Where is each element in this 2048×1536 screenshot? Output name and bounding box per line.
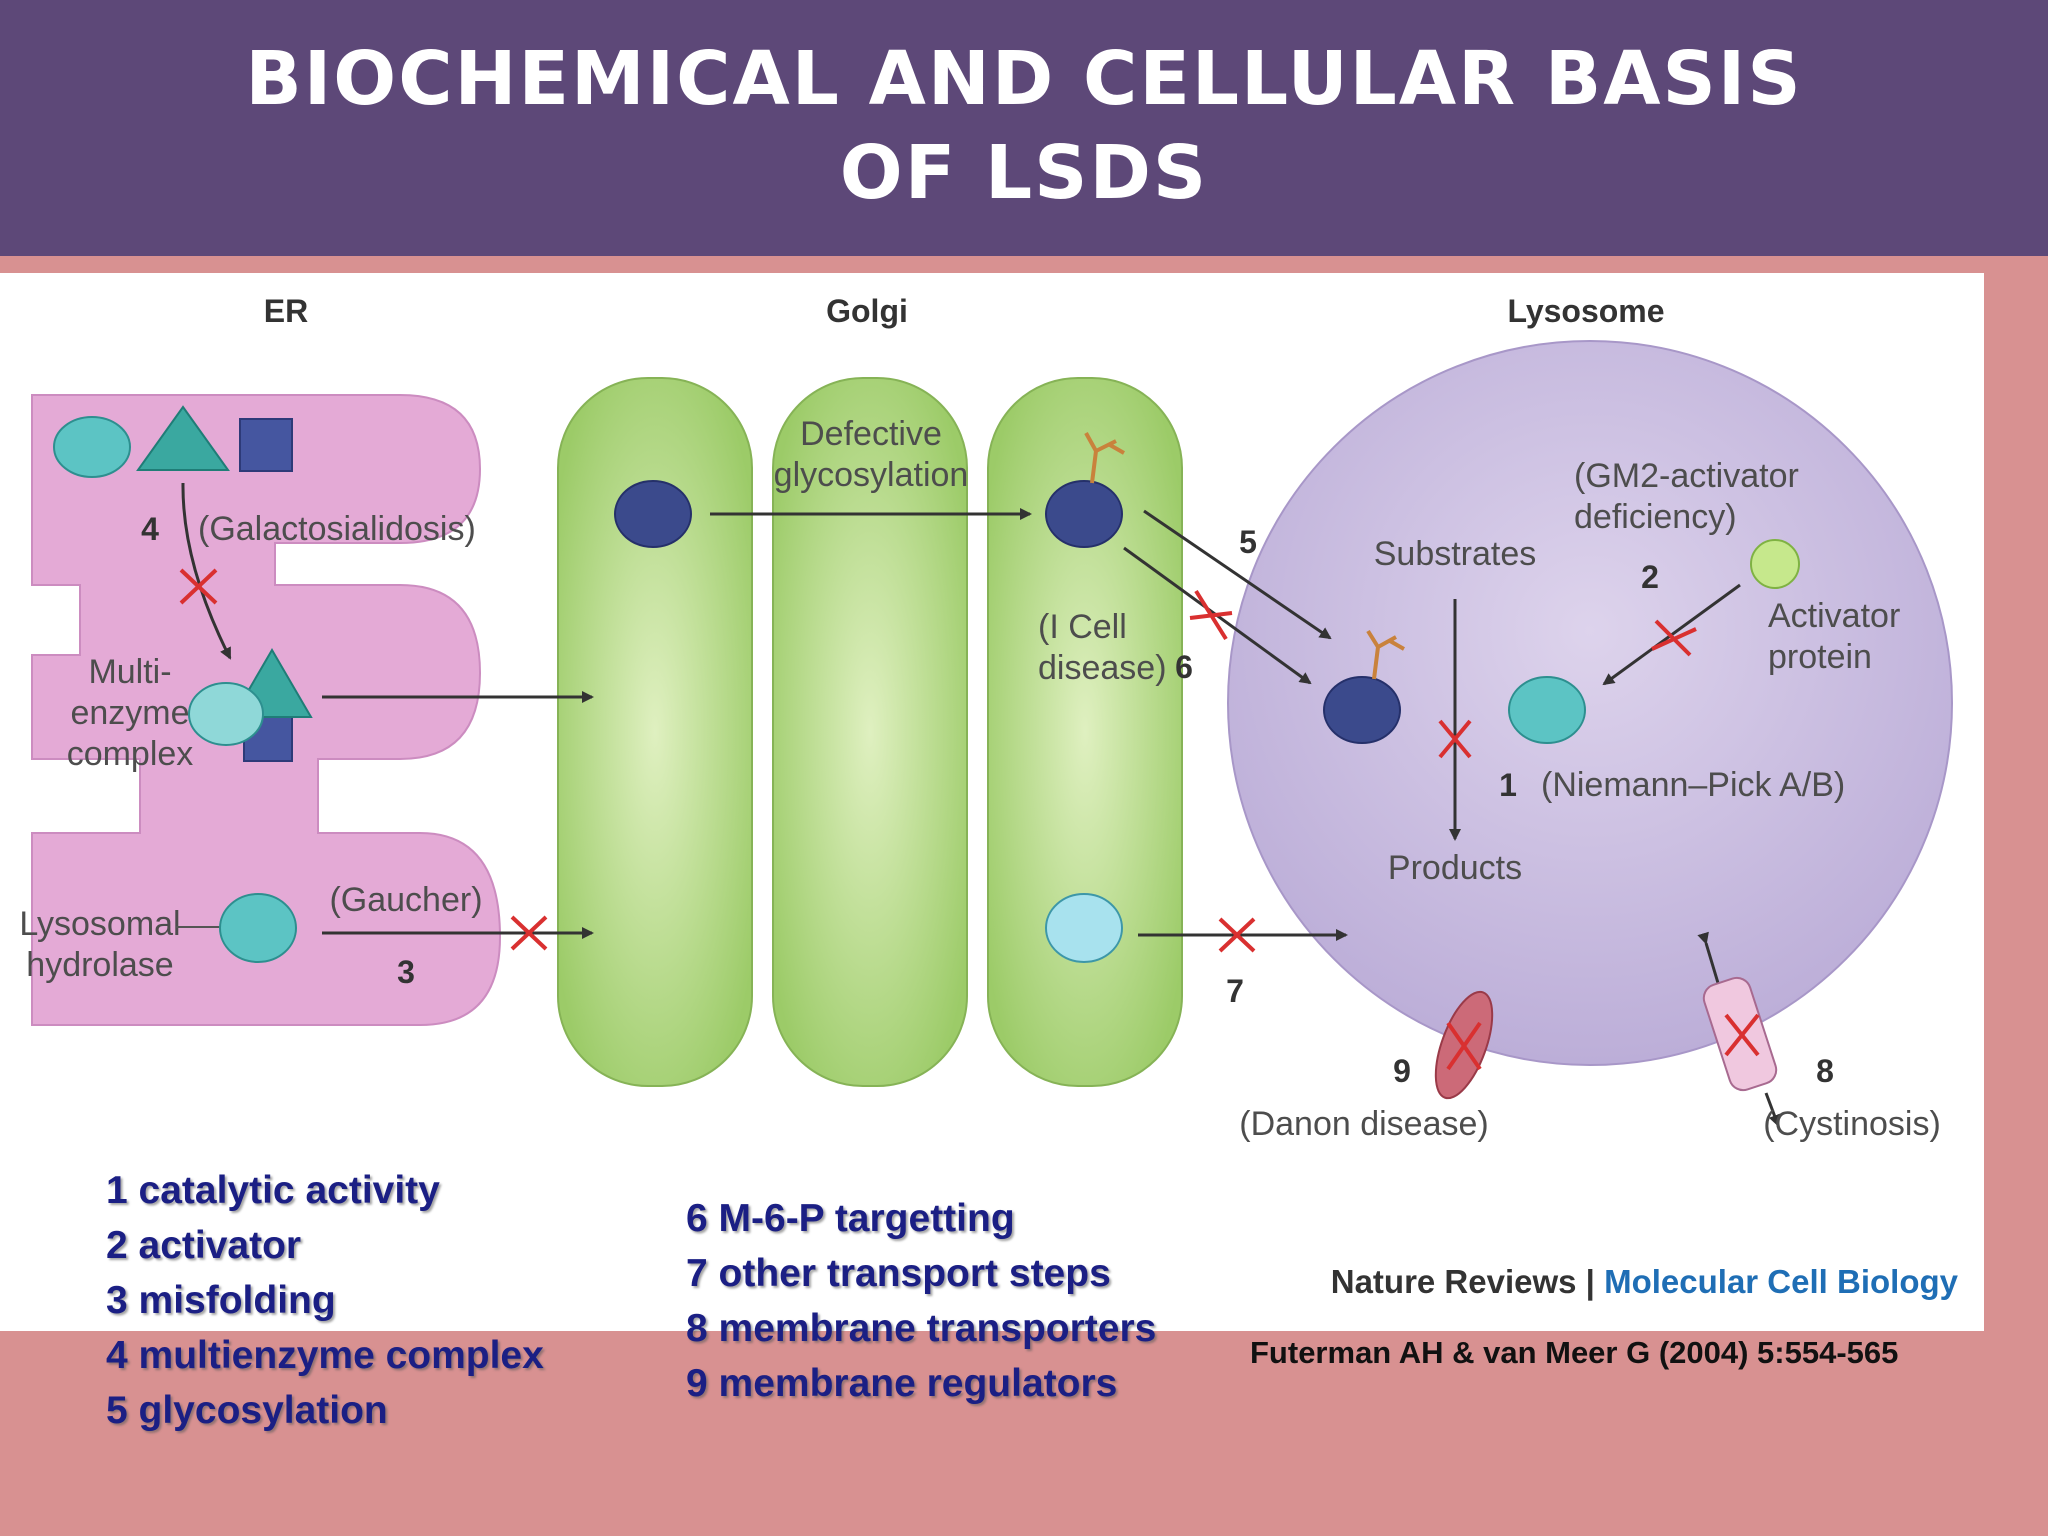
lysosomal-label-line2: hydrolase: [26, 946, 173, 984]
step-2-number: 2: [1641, 559, 1659, 595]
step-6-number: 6: [1175, 649, 1193, 685]
lysosome-m6p-tag-icon: [1366, 629, 1405, 680]
step-5-number: 5: [1239, 524, 1257, 560]
lysosome-teal-enzyme-icon: [1508, 676, 1586, 744]
m6p-tag-icon: [1084, 432, 1125, 484]
legend-left-list: 1 catalytic activity 2 activator 3 misfo…: [106, 1163, 606, 1438]
legend-item: 9 membrane regulators: [686, 1362, 1118, 1405]
pathway-diagram: ER Golgi Lysosome 4 (Galactosialidosis) …: [19, 293, 1959, 1300]
galactosialidosis-label: (Galactosialidosis): [198, 510, 476, 548]
complex-teal-icon: [188, 682, 264, 746]
journal-credit: Nature Reviews | Molecular Cell Biology: [1331, 1263, 1959, 1300]
legend-item: 8 membrane transporters: [686, 1307, 1157, 1350]
lsd-pathway-figure: ER Golgi Lysosome 4 (Galactosialidosis) …: [0, 273, 1984, 1331]
step-7-block-icon: [1218, 917, 1256, 953]
substrates-label: Substrates: [1374, 535, 1537, 573]
credit-journal: Nature Reviews: [1331, 1263, 1577, 1300]
legend-item: 6 M-6-P targetting: [686, 1197, 1015, 1240]
activator-label-line1: Activator: [1768, 597, 1900, 635]
step-4-block-icon: [179, 568, 218, 605]
triangle-substrate-icon: [136, 405, 230, 471]
danon-label: (Danon disease): [1239, 1105, 1488, 1143]
tagged-enzyme-icon: [1045, 480, 1123, 548]
step-4-arrow: [181, 482, 232, 660]
cystinosis-label: (Cystinosis): [1763, 1105, 1941, 1143]
legend-item: 3 misfolding: [106, 1279, 336, 1322]
step-4-number: 4: [141, 511, 159, 547]
step-1-number: 1: [1499, 767, 1517, 803]
golgi-cisterna-1: [557, 377, 753, 1087]
square-substrate-icon: [239, 418, 293, 472]
activator-label-line2: protein: [1768, 638, 1872, 676]
golgi-enzyme-icon: [614, 480, 692, 548]
step-1-block-icon: [1438, 719, 1472, 759]
lysosome-compartment: [1227, 340, 1953, 1066]
credit-separator: |: [1577, 1263, 1605, 1300]
lysosomal-label-line1: Lysosomal: [19, 905, 180, 943]
hydrolase-enzyme-icon: [219, 893, 297, 963]
step-5-arrow: [1143, 509, 1332, 640]
slide-title: BIOCHEMICAL AND CELLULAR BASIS OF LSDS: [245, 36, 1803, 216]
step-9-block-icon: [1446, 1021, 1482, 1071]
icell-label-line1: (I Cell: [1038, 608, 1127, 646]
icell-label-line2: disease): [1038, 649, 1167, 687]
legend-item: 4 multienzyme complex: [106, 1334, 544, 1377]
er-header: ER: [264, 293, 308, 329]
teal-substrate-icon: [53, 416, 131, 478]
lysosome-tagged-enzyme-icon: [1323, 676, 1401, 744]
multi-enzyme-label-line2: enzyme: [70, 694, 189, 732]
legend-item: 2 activator: [106, 1224, 302, 1267]
step-8-number: 8: [1816, 1053, 1834, 1089]
legend-item: 7 other transport steps: [686, 1252, 1111, 1295]
multi-enzyme-label-line1: Multi-: [88, 653, 171, 691]
gm2-label-line1: (GM2-activator: [1574, 457, 1799, 495]
golgi-header: Golgi: [826, 293, 908, 329]
step-9-number: 9: [1393, 1053, 1411, 1089]
step-3-block-icon: [510, 915, 548, 951]
credit-subject: Molecular Cell Biology: [1604, 1263, 1959, 1300]
multi-enzyme-label-line3: complex: [67, 735, 194, 773]
step-3-number: 3: [397, 954, 415, 990]
legend-right-list: 6 M-6-P targetting 7 other transport ste…: [686, 1191, 1206, 1411]
legend-item: 1 catalytic activity: [106, 1169, 440, 1212]
step-7-number: 7: [1226, 973, 1244, 1009]
golgi-hydrolase-icon: [1045, 893, 1123, 963]
step-6-block-icon: [1189, 589, 1233, 641]
gaucher-label: (Gaucher): [329, 881, 482, 919]
step-2-block-icon: [1651, 619, 1697, 657]
legend-item: 5 glycosylation: [106, 1389, 388, 1432]
products-label: Products: [1388, 849, 1522, 887]
defective-label-line2: glycosylation: [774, 456, 969, 494]
lysosome-header: Lysosome: [1507, 293, 1664, 329]
citation: Futerman AH & van Meer G (2004) 5:554-56…: [1250, 1335, 1899, 1370]
defective-label-line1: Defective: [800, 415, 942, 453]
golgi-cisterna-2: [772, 377, 968, 1087]
step-8-block-icon: [1724, 1013, 1760, 1057]
niemann-pick-label: (Niemann–Pick A/B): [1541, 766, 1845, 804]
slide-header: BIOCHEMICAL AND CELLULAR BASIS OF LSDS: [0, 0, 2048, 256]
activator-protein-icon: [1750, 539, 1800, 589]
gm2-label-line2: deficiency): [1574, 498, 1737, 536]
